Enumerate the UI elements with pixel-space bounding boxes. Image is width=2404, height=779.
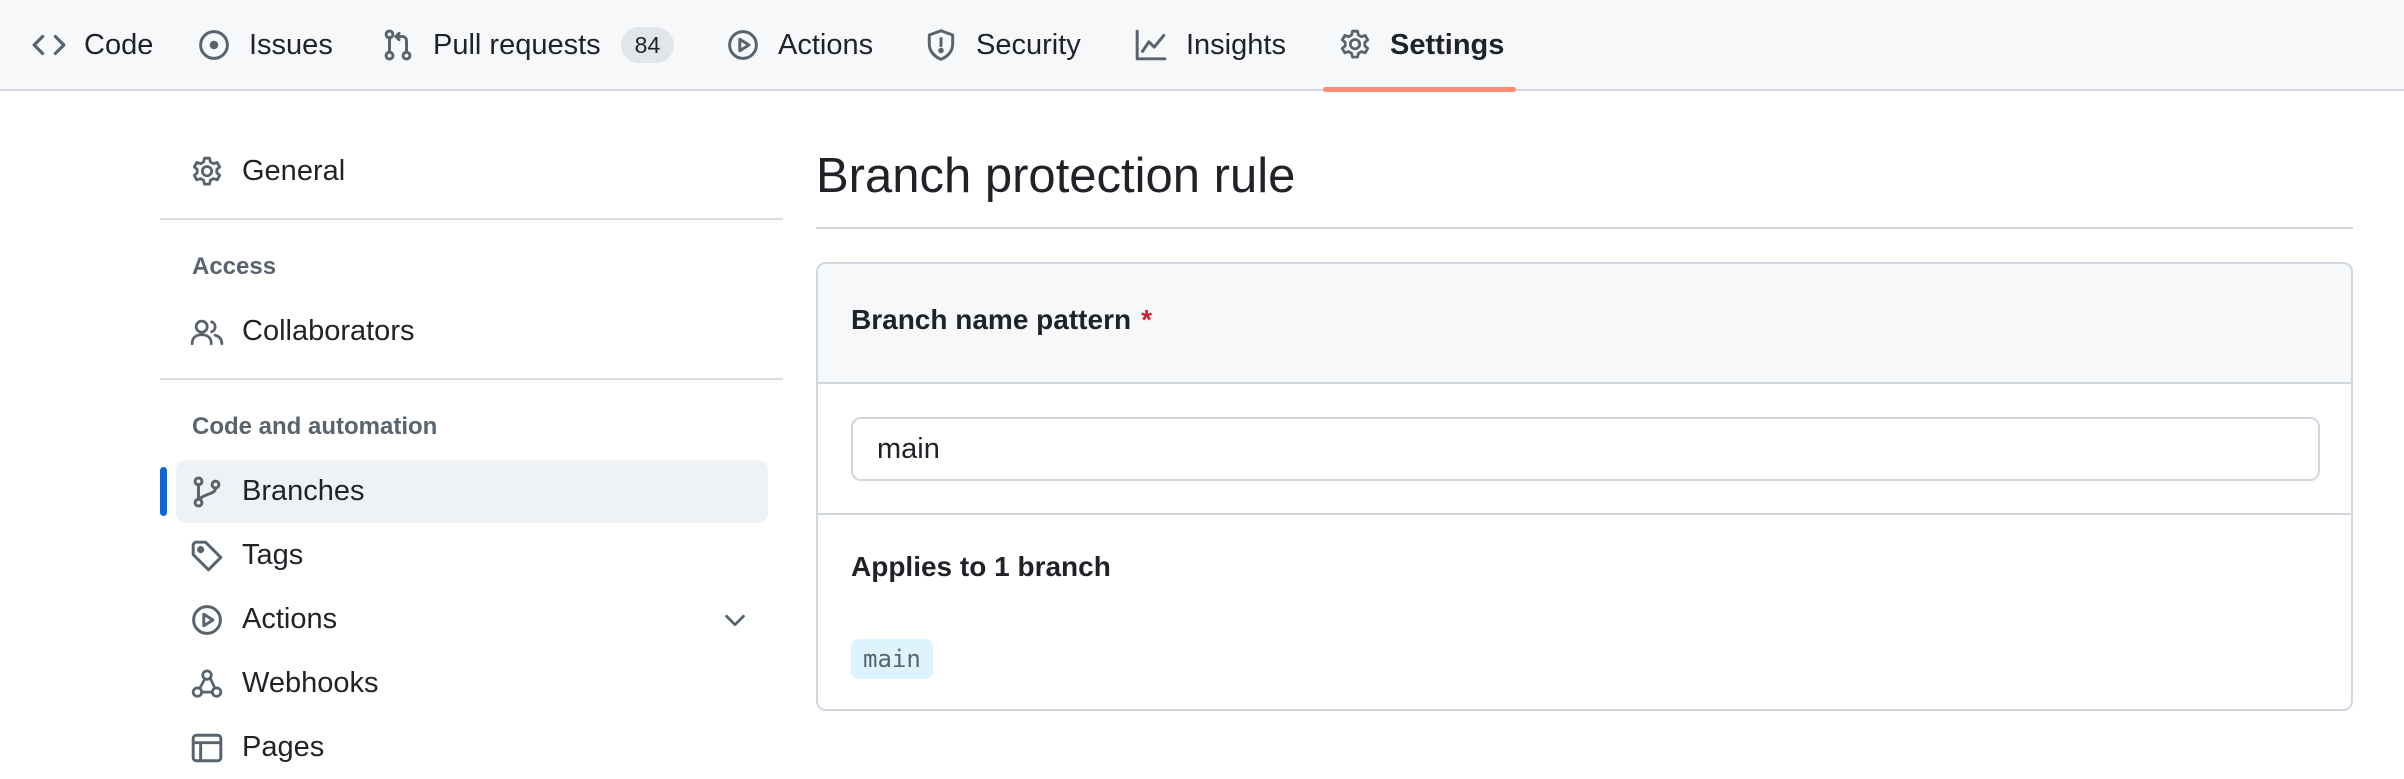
sidebar-item-general[interactable]: General: [176, 140, 768, 203]
tab-settings[interactable]: Settings: [1338, 0, 1504, 90]
browser-icon: [190, 731, 224, 765]
sidebar-item-tags[interactable]: Tags: [176, 524, 768, 587]
code-icon: [32, 28, 66, 62]
sidebar-divider: [160, 218, 783, 220]
active-item-indicator: [160, 467, 167, 516]
page-title: Branch protection rule: [816, 149, 1296, 203]
sidebar-heading-access: Access: [192, 253, 277, 280]
sidebar-item-label: Pages: [242, 731, 325, 763]
tab-label: Pull requests: [433, 28, 601, 61]
gear-icon: [190, 155, 224, 189]
sidebar-item-label: Branches: [242, 475, 365, 507]
tab-label: Security: [976, 28, 1081, 61]
tab-label: Issues: [249, 28, 333, 61]
tab-label: Actions: [778, 28, 874, 61]
gear-icon: [1338, 28, 1372, 62]
box-header: Branch name pattern *: [818, 264, 2351, 384]
sidebar-item-label: Collaborators: [242, 315, 415, 347]
tag-icon: [190, 539, 224, 573]
repo-nav: Code Issues Pull requests 84 Actions Sec…: [0, 0, 2404, 92]
sidebar-heading-code-and-automation: Code and automation: [192, 413, 438, 440]
branch-pattern-box: Branch name pattern * Applies to 1 branch…: [816, 262, 2353, 711]
branch-name-pattern-input[interactable]: [851, 417, 2320, 481]
issue-opened-icon: [197, 28, 231, 62]
matched-branch-chip: main: [851, 639, 933, 679]
tab-issues[interactable]: Issues: [197, 0, 333, 90]
play-icon: [726, 28, 760, 62]
required-marker: *: [1141, 304, 1152, 335]
sidebar-item-label: General: [242, 155, 346, 187]
sidebar-item-webhooks[interactable]: Webhooks: [176, 652, 768, 715]
sidebar-item-pages[interactable]: Pages: [176, 716, 768, 779]
pull-requests-counter: 84: [620, 27, 675, 63]
graph-icon: [1134, 28, 1168, 62]
applies-to-text: Applies to 1 branch: [851, 551, 1111, 582]
shield-icon: [924, 28, 958, 62]
pattern-label: Branch name pattern *: [851, 304, 1152, 336]
sidebar-divider: [160, 378, 783, 380]
sidebar-item-branches[interactable]: Branches: [176, 460, 768, 523]
title-divider: [816, 227, 2353, 229]
tab-security[interactable]: Security: [924, 0, 1081, 90]
sidebar-item-label: Actions: [242, 603, 338, 635]
tab-insights[interactable]: Insights: [1134, 0, 1286, 90]
sidebar-item-label: Tags: [242, 539, 304, 571]
box-divider: [818, 513, 2351, 515]
selected-tab-underline: [1323, 87, 1516, 92]
sidebar-item-collaborators[interactable]: Collaborators: [176, 300, 768, 363]
tab-actions[interactable]: Actions: [726, 0, 873, 90]
tab-code[interactable]: Code: [32, 0, 153, 90]
git-pull-request-icon: [381, 28, 415, 62]
sidebar-item-actions[interactable]: Actions: [176, 588, 768, 651]
tab-pull-requests[interactable]: Pull requests 84: [381, 0, 675, 90]
play-icon: [190, 603, 224, 637]
chevron-down-icon[interactable]: [720, 605, 750, 635]
people-icon: [190, 315, 224, 349]
webhook-icon: [190, 667, 224, 701]
tab-label: Code: [84, 28, 154, 61]
tab-label: Insights: [1186, 28, 1286, 61]
git-branch-icon: [190, 475, 224, 509]
sidebar-item-label: Webhooks: [242, 667, 379, 699]
pattern-label-text: Branch name pattern: [851, 304, 1132, 335]
tab-label: Settings: [1390, 28, 1505, 61]
